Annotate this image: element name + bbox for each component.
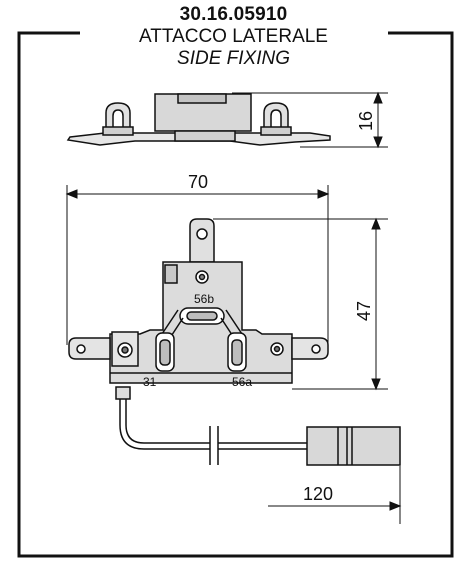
dimension-height-front bbox=[213, 217, 388, 391]
dim-width-label: 70 bbox=[188, 172, 208, 192]
cable bbox=[115, 386, 307, 465]
terminal-56b-label: 56b bbox=[194, 292, 214, 306]
side-view bbox=[66, 93, 331, 146]
title-block: 30.16.05910 ATTACCO LATERALE SIDE FIXING bbox=[0, 4, 467, 70]
dimension-height-side bbox=[232, 91, 388, 149]
front-view bbox=[68, 218, 329, 384]
dimension-cable-length bbox=[268, 466, 402, 524]
part-code: 30.16.05910 bbox=[179, 4, 288, 25]
dim-height-side-label: 16 bbox=[356, 111, 376, 131]
dim-height-front-label: 47 bbox=[354, 301, 374, 321]
part-name-english: SIDE FIXING bbox=[177, 48, 290, 69]
terminal-56a-label: 56a bbox=[232, 375, 252, 389]
dim-cable-length-label: 120 bbox=[303, 484, 333, 504]
part-name-italian: ATTACCO LATERALE bbox=[139, 26, 328, 47]
frame bbox=[17, 31, 454, 558]
cable-connector bbox=[306, 426, 401, 466]
dimension-width bbox=[65, 185, 330, 345]
terminal-31-label: 31 bbox=[143, 375, 157, 389]
